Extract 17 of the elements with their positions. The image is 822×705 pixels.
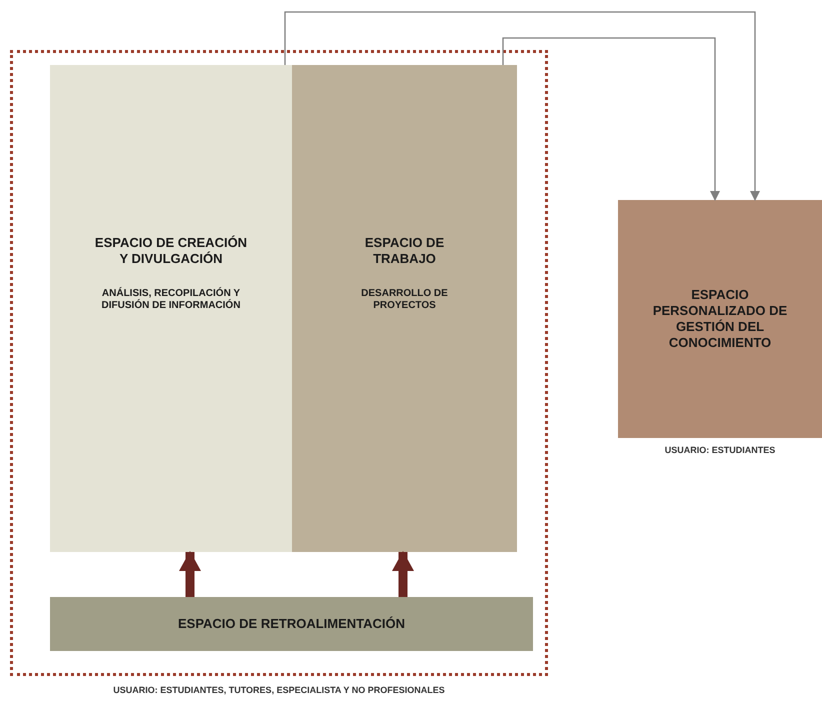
panel-heading: ESPACIO DE RETROALIMENTACIÓN xyxy=(178,616,406,632)
feedback-bar xyxy=(50,597,533,651)
panel-heading: ESPACIO PERSONALIZADO DE GESTIÓN DEL CONOCIMIENTO xyxy=(652,286,788,352)
dotted-frame xyxy=(10,50,548,676)
panel-heading: ESPACIO DE TRABAJO xyxy=(364,235,446,268)
arrow xyxy=(392,551,414,597)
arrow xyxy=(284,11,760,201)
caption-text: USUARIO: ESTUDIANTES xyxy=(664,444,776,457)
arrow xyxy=(179,551,201,597)
arrow xyxy=(502,37,720,201)
panel-subtext: ANÁLISIS, RECOPILACIÓN Y DIFUSIÓN DE INFORMACIÓN xyxy=(100,288,242,312)
panel-box xyxy=(50,65,292,552)
panel-subtext: DESARROLLO DE PROYECTOS xyxy=(360,288,449,312)
caption-text: USUARIO: ESTUDIANTES, TUTORES, ESPECIALISTA Y NO PROFESIONALES xyxy=(113,684,445,697)
panel-heading: ESPACIO DE CREACIÓN Y DIVULGACIÓN xyxy=(94,235,248,268)
panel-box xyxy=(292,65,517,552)
panel-box xyxy=(618,200,822,438)
